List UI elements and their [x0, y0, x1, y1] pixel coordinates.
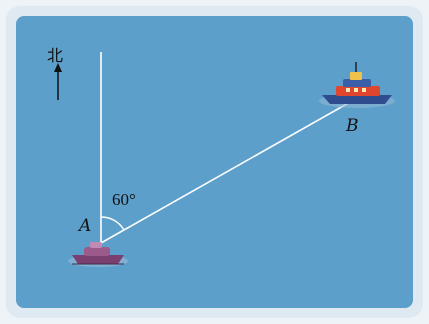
point-a-label: A: [77, 216, 91, 236]
angle-label: 60°: [112, 190, 136, 209]
course-line-ab: [100, 100, 353, 244]
angle-arc: [100, 216, 125, 231]
north-arrow-icon: [54, 63, 62, 100]
ship-a-icon: [68, 242, 128, 267]
ship-b-icon: [319, 62, 395, 108]
point-b-label: B: [345, 116, 359, 136]
north-label: 北: [47, 46, 63, 65]
